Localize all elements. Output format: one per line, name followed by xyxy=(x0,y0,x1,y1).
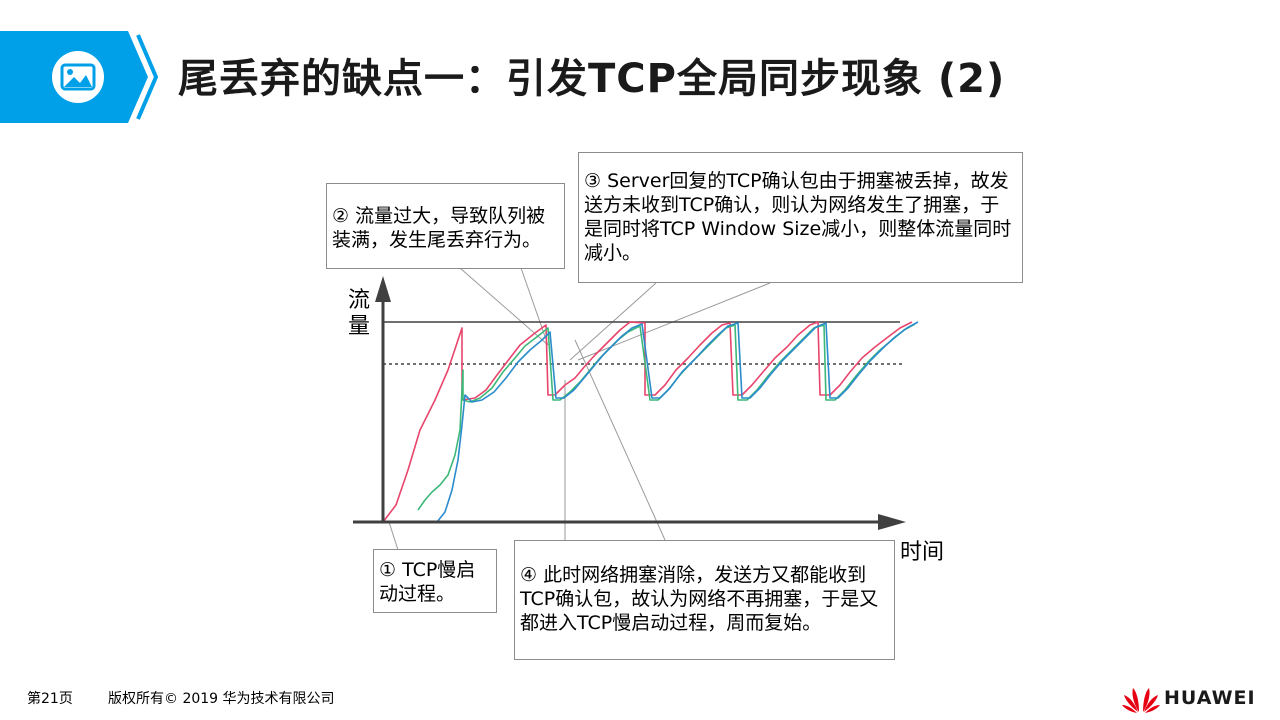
y-axis-label: 流量 xyxy=(348,288,371,339)
huawei-logo-icon xyxy=(1122,688,1160,713)
page-number: 第21页 xyxy=(27,691,73,707)
callout-queue-full: ② 流量过大，导致队列被装满，发生尾丢弃行为。 xyxy=(326,183,565,269)
callout-slow-start: ① TCP慢启动过程。 xyxy=(373,549,497,613)
copyright-text: 版权所有© 2019 华为技术有限公司 xyxy=(108,691,335,707)
page-title: 尾丢弃的缺点一：引发TCP全局同步现象 (2) xyxy=(178,56,1006,102)
callout-ack-dropped: ③ Server回复的TCP确认包由于拥塞被丢掉，故发送方未收到TCP确认，则认… xyxy=(578,152,1023,283)
pointer-c1 xyxy=(388,521,399,551)
x-axis-arrow xyxy=(878,514,906,530)
brand-name: HUAWEI xyxy=(1164,687,1256,709)
image-icon xyxy=(52,51,104,103)
y-axis-arrow xyxy=(375,276,391,302)
title-accent-band xyxy=(0,31,159,123)
x-axis-label: 时间 xyxy=(900,540,945,565)
flow-line-blue xyxy=(436,321,919,523)
callout-congestion-cleared: ④ 此时网络拥塞消除，发送方又都能收到TCP确认包，故认为网络不再拥塞，于是又都… xyxy=(514,540,895,660)
pointer-c4 xyxy=(574,339,666,541)
flow-line-green xyxy=(417,323,916,511)
pointer-c2 xyxy=(459,267,549,346)
flow-line-pink xyxy=(382,321,913,523)
